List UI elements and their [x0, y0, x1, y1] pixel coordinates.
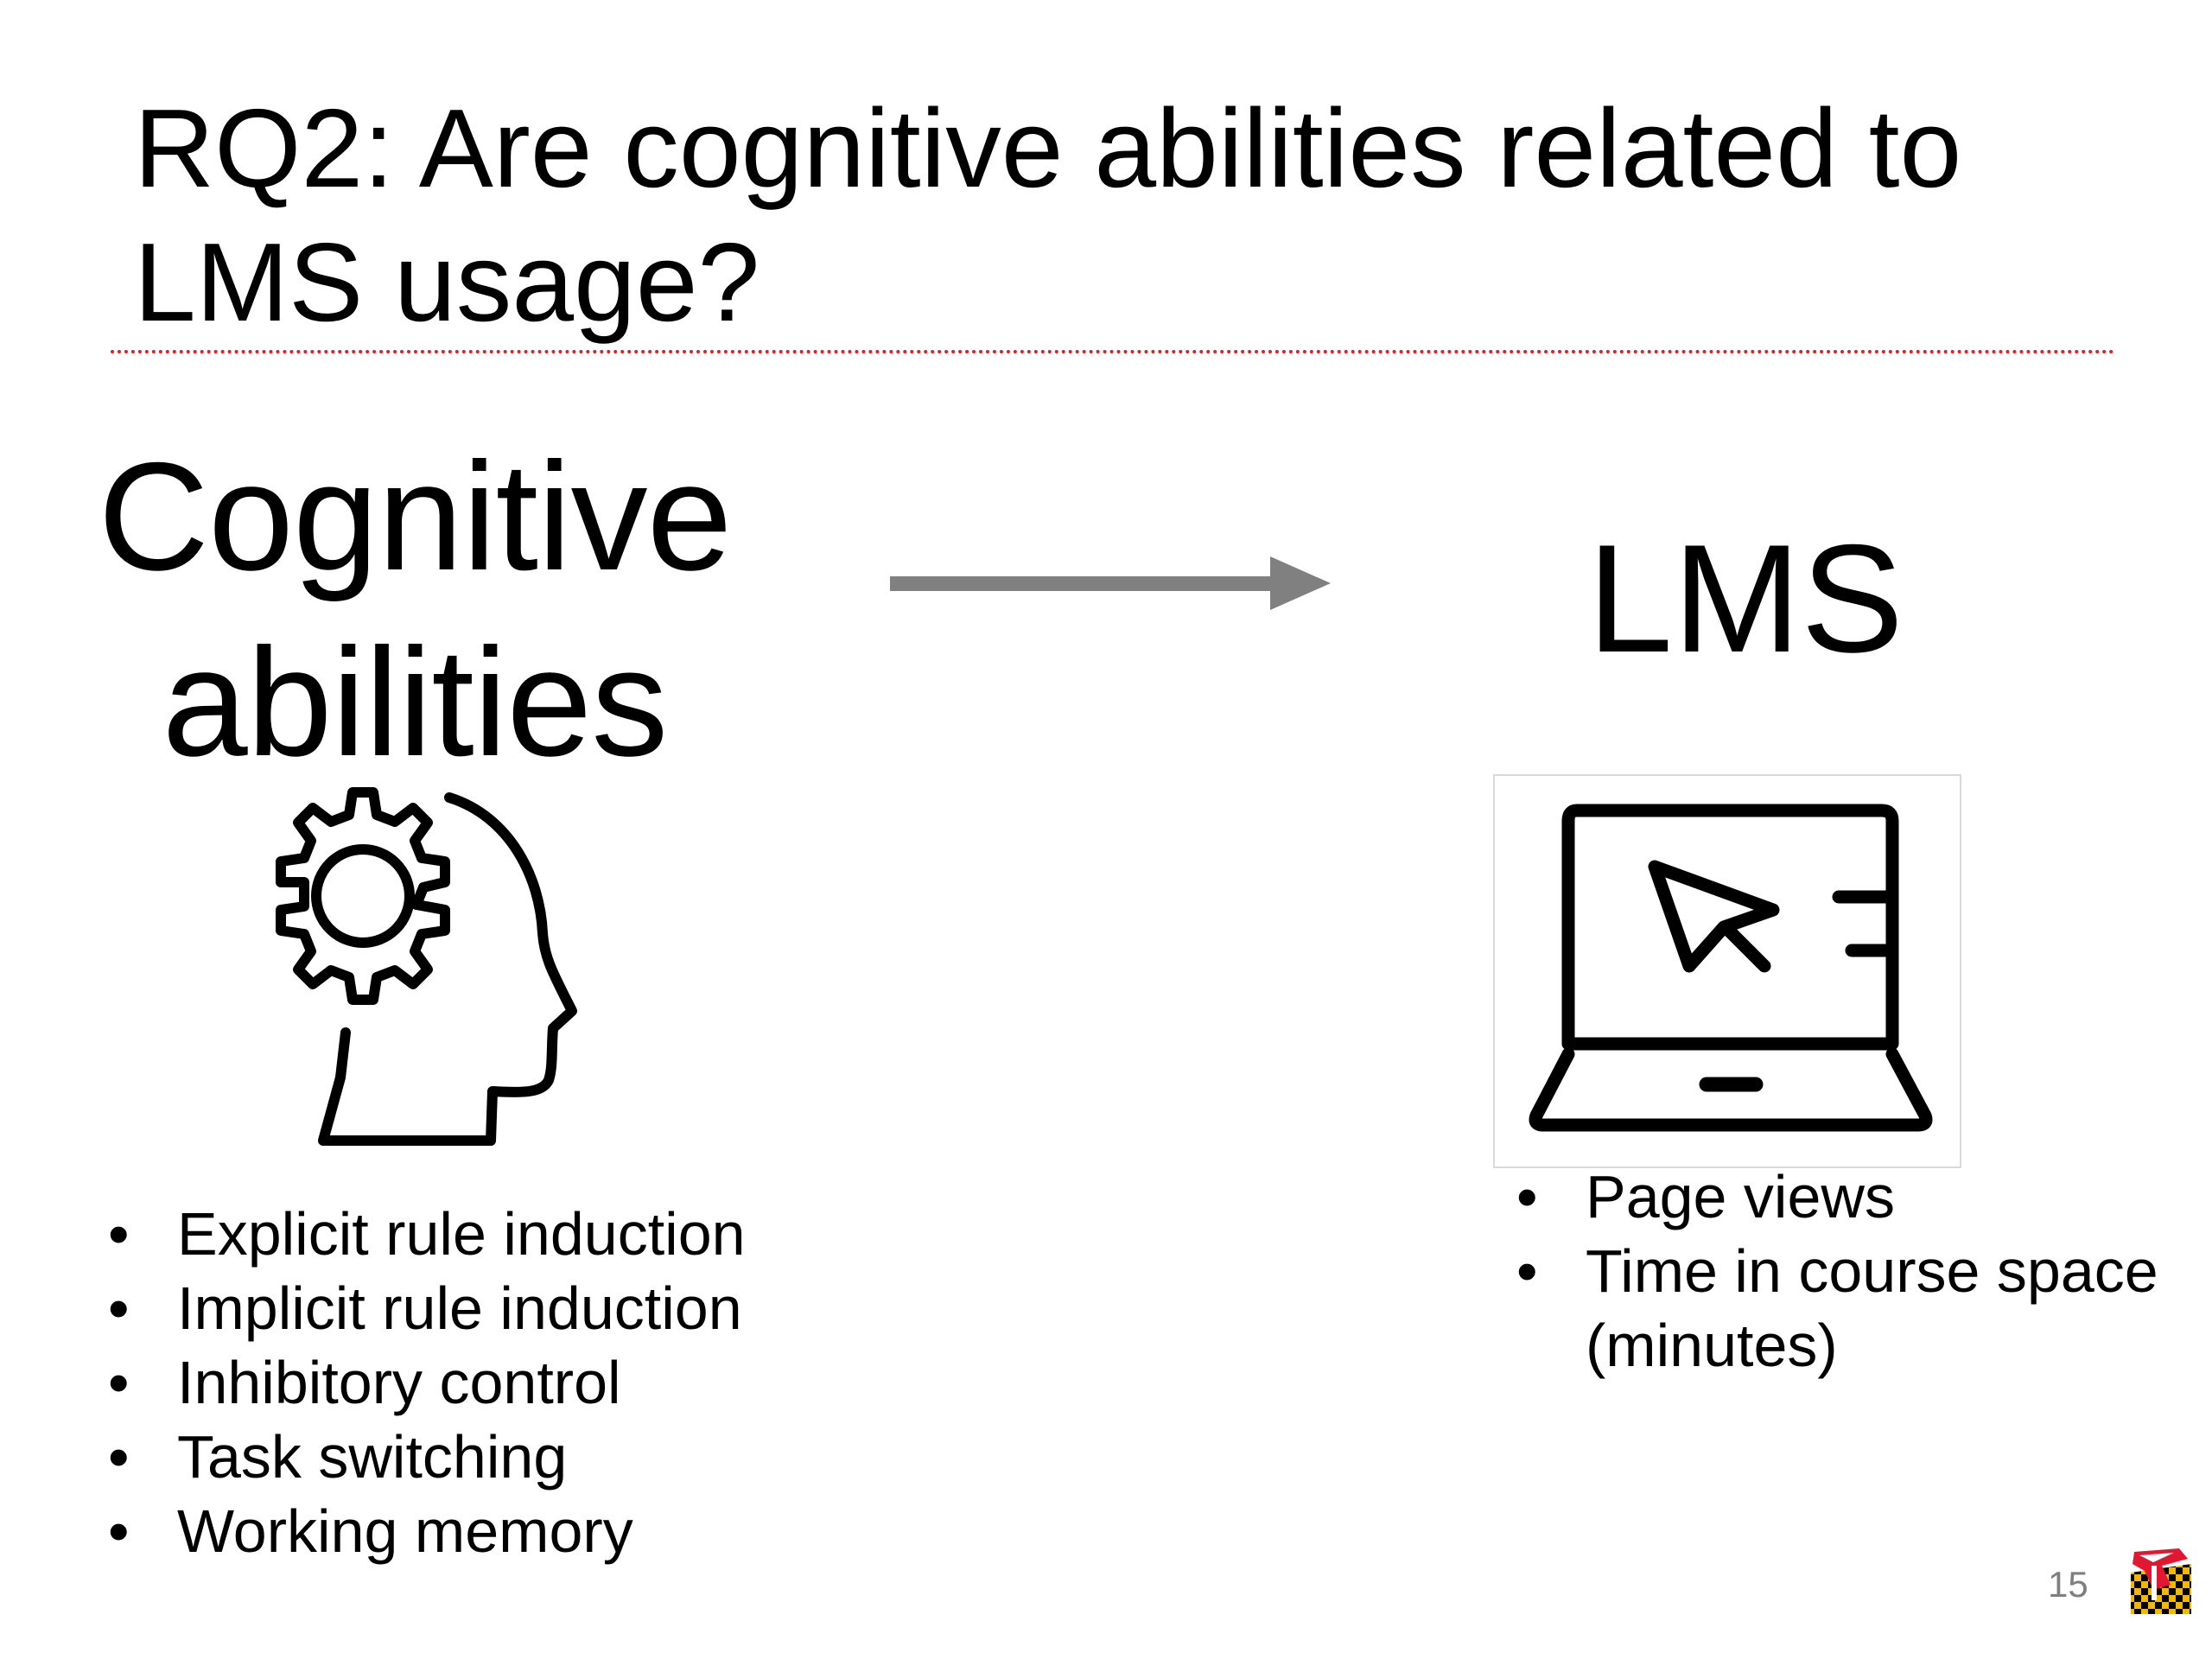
- slide-title-line-2: LMS usage?: [134, 220, 760, 345]
- list-item: Implicit rule induction: [108, 1271, 746, 1345]
- laptop-cursor-icon: [1529, 804, 1933, 1132]
- cognitive-abilities-heading: Cognitive abilities: [0, 423, 830, 795]
- lms-usage-list: Page views Time in course space (minutes…: [1516, 1160, 2158, 1382]
- arrow-right-icon: [890, 556, 1331, 610]
- slide-title: RQ2: Are cognitive abilities related to …: [134, 82, 2121, 350]
- maryland-flag-logo-icon: [2131, 1548, 2191, 1614]
- list-item: Page views: [1516, 1160, 2158, 1234]
- slide-title-line-1: RQ2: Are cognitive abilities related to: [134, 86, 1962, 211]
- cognitive-abilities-list: Explicit rule induction Implicit rule in…: [108, 1197, 746, 1568]
- lms-heading: LMS: [1587, 512, 1904, 684]
- list-item: Task switching: [108, 1420, 746, 1494]
- list-item-line-2: (minutes): [1586, 1312, 1838, 1379]
- list-item-line-1: Time in course space: [1586, 1237, 2158, 1305]
- list-item: Explicit rule induction: [108, 1197, 746, 1271]
- list-item: Inhibitory control: [108, 1345, 746, 1420]
- page-number: 15: [2048, 1564, 2088, 1605]
- lms-image-frame: [1493, 774, 1961, 1168]
- list-item: Time in course space (minutes): [1516, 1234, 2158, 1382]
- head-gear-icon: [276, 787, 577, 1146]
- list-item: Working memory: [108, 1494, 746, 1568]
- title-divider: [111, 350, 2115, 353]
- cognitive-heading-line-1: Cognitive: [98, 430, 732, 602]
- cognitive-heading-line-2: abilities: [162, 616, 669, 788]
